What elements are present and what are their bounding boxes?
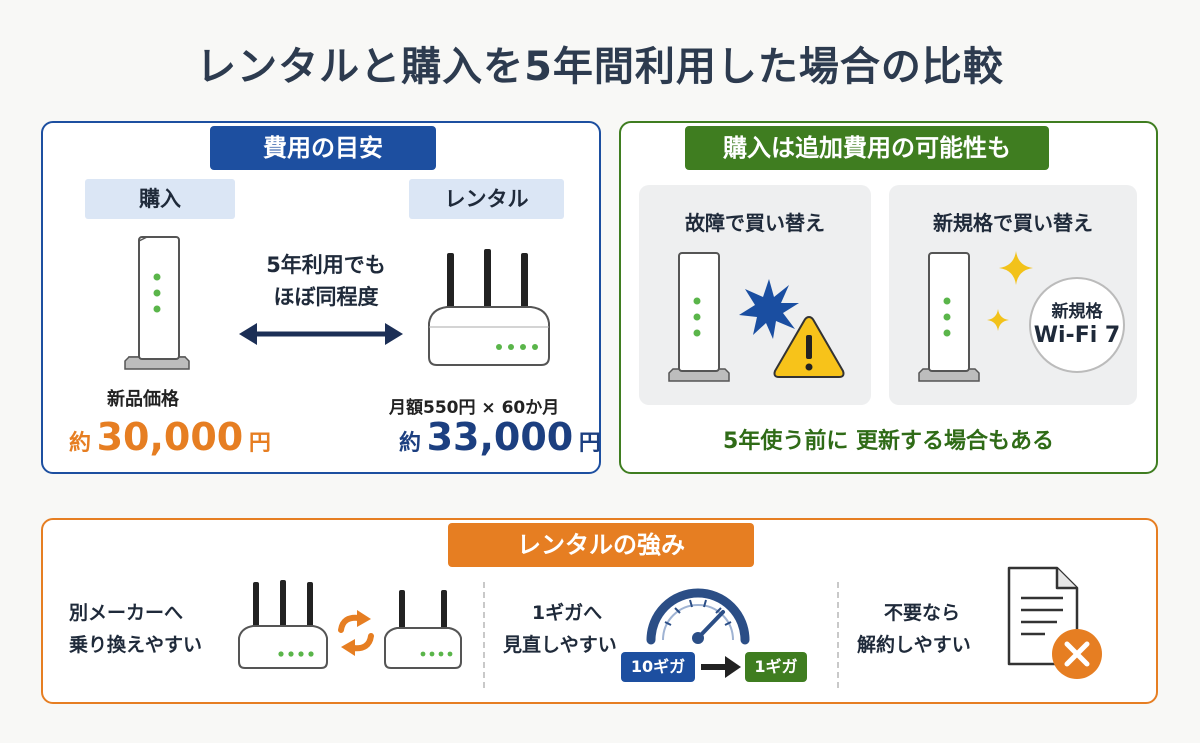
wifi7-badge-line1: 新規格 <box>1051 302 1103 322</box>
rent-price-amount: 33,000 <box>426 415 574 459</box>
comparison-text-line2: ほぼ同程度 <box>273 285 379 309</box>
speed-to-badge: 1ギガ <box>745 652 807 682</box>
router-icon <box>918 252 980 382</box>
router-icon <box>238 580 328 669</box>
speed-from-badge: 10ギガ <box>621 652 695 682</box>
antenna-router-icon <box>428 249 550 366</box>
wifi7-badge-line2: Wi-Fi 7 <box>1033 323 1121 348</box>
wifi7-badge: 新規格 Wi-Fi 7 <box>1029 277 1125 373</box>
switch-maker-line2: 乗り換えやすい <box>69 634 203 656</box>
warning-icon <box>773 315 845 378</box>
page-title: レンタルと購入を5年間利用した場合の比較 <box>196 44 1004 90</box>
extra-cost-footer: 5年使う前に 更新する場合もある <box>723 429 1054 454</box>
cost-panel-tag: 費用の目安 <box>210 126 436 170</box>
rent-price-prefix: 約 <box>399 431 422 456</box>
rent-price: 約 33,000 円 <box>399 415 601 459</box>
breakdown-card-title: 故障で買い替え <box>685 211 825 235</box>
buy-price-unit: 円 <box>248 431 271 456</box>
router-icon <box>668 252 730 382</box>
buy-price: 約 30,000 円 <box>69 415 271 459</box>
rent-label: レンタル <box>409 179 564 219</box>
comparison-text-line1: 5年利用でも <box>266 253 386 277</box>
swap-arrows-icon <box>338 610 374 656</box>
cancel-easy-line2: 解約しやすい <box>857 634 971 656</box>
extra-cost-panel-tag: 購入は追加費用の可能性も <box>685 126 1049 170</box>
strength-panel: レンタルの強み 別メーカーへ 乗り換えやすい 1ギガへ 見直しやすい <box>41 518 1158 704</box>
sparkle-icon-small <box>987 309 1009 331</box>
breakdown-card: 故障で買い替え <box>639 185 871 405</box>
rent-price-unit: 円 <box>578 431 601 456</box>
new-standard-card-title: 新規格で買い替え <box>933 211 1093 235</box>
plan-change-line1: 1ギガへ <box>531 602 603 624</box>
tower-router-icon <box>124 236 190 370</box>
buy-caption: 新品価格 <box>107 389 179 410</box>
strength-panel-tag: レンタルの強み <box>448 523 754 567</box>
double-arrow-icon <box>239 323 403 345</box>
buy-price-amount: 30,000 <box>96 415 244 459</box>
divider <box>483 582 485 688</box>
switch-maker-line1: 別メーカーへ <box>69 602 184 624</box>
rent-caption: 月額550円 × 60か月 <box>389 398 560 418</box>
cost-panel: 費用の目安 購入 レンタル 新品価格 約 30,000 円 5年利用でも ほぼ同… <box>41 121 601 474</box>
router-icon <box>384 590 462 669</box>
buy-label: 購入 <box>85 179 235 219</box>
new-standard-card: 新規格で買い替え 新規格 Wi-Fi 7 <box>889 185 1137 405</box>
arrow-right-icon <box>701 656 741 678</box>
divider <box>837 582 839 688</box>
buy-price-prefix: 約 <box>69 431 92 456</box>
burst-icon <box>739 279 799 339</box>
speedometer-icon <box>646 588 750 645</box>
plan-change-line2: 見直しやすい <box>503 634 617 656</box>
extra-cost-panel: 購入は追加費用の可能性も 故障で買い替え 新規格で買い替え <box>619 121 1158 474</box>
cancel-easy-line1: 不要なら <box>883 602 960 624</box>
sparkle-icon <box>999 251 1033 285</box>
cancel-icon <box>1052 629 1102 679</box>
